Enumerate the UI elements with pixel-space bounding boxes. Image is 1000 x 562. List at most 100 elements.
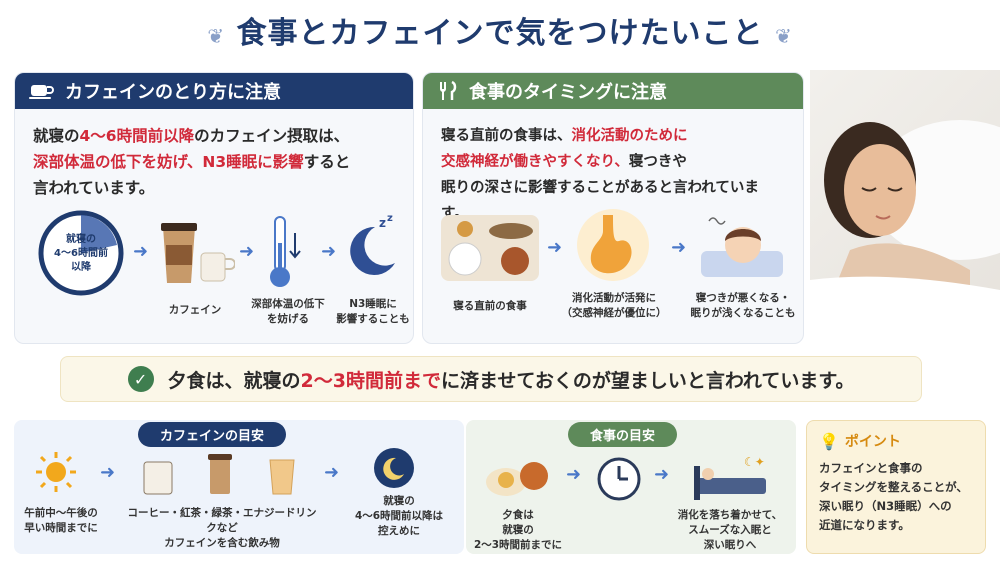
text: 夕食は、就寝の (167, 369, 301, 392)
caffeine-panel-header: カフェインのとり方に注意 (15, 73, 413, 109)
bed-icon: ☾✦ (690, 452, 770, 502)
caption-line: 消化を落ち着かせて、 (677, 509, 783, 521)
coffee-cups-icon (155, 219, 236, 289)
summary-text: 夕食は、就寝の2〜3時間前までに済ませておくのが望ましいと言われています。 (168, 366, 855, 393)
caption-line: 眠りが浅くなることも (690, 307, 796, 319)
clock-label: 以降 (71, 262, 91, 273)
caption-line: カフェインを含む飲み物 (164, 537, 280, 549)
point-line: タイミングを整えることが、 (819, 480, 968, 494)
caption-line: 4〜6時間前以降は (354, 510, 444, 522)
caption-temp: 深部体温の低下 を妨げる (247, 297, 329, 327)
highlight-text: 交感神経が働きやすくなり、 (441, 154, 629, 170)
point-label: ポイント (844, 434, 901, 450)
summary-banner: ✓ 夕食は、就寝の2〜3時間前までに済ませておくのが望ましいと言われています。 (60, 356, 922, 402)
text: 寝つきや (628, 154, 687, 170)
arrow-right-icon: ➜ (654, 464, 670, 485)
clock-icon (596, 456, 642, 502)
caption-line: コーヒー・紅茶・緑茶・エナジードリンクなど (127, 507, 317, 534)
svg-text:☾✦: ☾✦ (744, 455, 765, 469)
caption-bed: 消化を落ち着かせて、 スムーズな入眠と 深い眠りへ (670, 508, 790, 553)
caption-digest: 消化活動が活発に （交感神経が優位に） (559, 291, 669, 321)
caption-drinks: コーヒー・紅茶・緑茶・エナジードリンクなど カフェインを含む飲み物 (124, 506, 320, 551)
fork-knife-icon (440, 80, 457, 100)
arrow-right-icon: ➜ (321, 241, 337, 262)
caption-sun: 午前中〜午後の 早い時間までに (18, 506, 104, 536)
caption-line: 寝つきが悪くなる・ (695, 292, 791, 304)
arrow-right-icon: ➜ (324, 462, 340, 483)
caption-line: 影響することも (336, 313, 410, 325)
svg-text:z: z (379, 216, 386, 230)
lightbulb-icon: 💡 (819, 431, 839, 451)
text: すると (303, 153, 351, 171)
caption-line: 早い時間までに (24, 522, 98, 534)
caption-line: スムーズな入眠と (688, 524, 772, 536)
caffeine-panel-title: カフェインのとり方に注意 (65, 82, 281, 103)
title-text: 食事とカフェインで気をつけたいこと (236, 16, 764, 51)
highlight-text: 4〜6時間前以降 (79, 127, 195, 145)
point-box: 💡 ポイント カフェインと食事の タイミングを整えることが、 深い眠り（N3睡眠… (806, 420, 986, 554)
caption-sleep: 寝つきが悪くなる・ 眠りが浅くなることも (685, 291, 801, 321)
caffeine-guide-label: カフェインの目安 (138, 422, 287, 447)
caption-line: 深い眠りへ (703, 539, 757, 551)
caption-line: 就寝の (502, 524, 534, 536)
arrow-right-icon: ➜ (566, 464, 582, 485)
clock-label: 4〜6時間前 (54, 248, 108, 259)
caption-line: N3睡眠に (349, 298, 397, 310)
point-line: 深い眠り（N3睡眠）への (819, 499, 952, 513)
meal-tray-icon (441, 215, 539, 281)
caption-caffeine: カフェイン (168, 304, 222, 316)
stomach-icon (573, 205, 653, 285)
highlight-text: 2〜3時間前まで (300, 369, 441, 392)
text: に済ませておくのが望ましいと言われています。 (441, 369, 855, 392)
caffeine-panel: カフェインのとり方に注意 就寝の4〜6時間前以降のカフェイン摂取は、 深部体温の… (14, 72, 414, 344)
caffeine-panel-text: 就寝の4〜6時間前以降のカフェイン摂取は、 深部体温の低下を妨げ、N3睡眠に影響… (15, 109, 413, 215)
sun-icon (34, 450, 78, 494)
caption-line: 2〜3時間前までに (473, 539, 563, 551)
caption-moon: 就寝の 4〜6時間前以降は 控えめに (344, 494, 454, 539)
caption-line: 消化活動が活発に (572, 292, 656, 304)
caption-line: を妨げる (267, 313, 309, 325)
text: 寝る直前の食事は、 (441, 128, 572, 144)
sleeping-woman-image (810, 70, 1000, 348)
highlight-text: 深部体温の低下を妨げ、N3睡眠に影響 (33, 153, 304, 171)
caption-dinner: 夕食は 就寝の 2〜3時間前までに (470, 508, 566, 553)
point-text: カフェインと食事の タイミングを整えることが、 深い眠り（N3睡眠）への 近道に… (819, 459, 973, 535)
arrow-right-icon: ➜ (547, 237, 563, 258)
caption-line: 深部体温の低下 (251, 298, 325, 310)
sleepless-person-icon (697, 211, 787, 281)
arrow-right-icon: ➜ (133, 241, 149, 262)
caption-line: 午前中〜午後の (24, 507, 98, 519)
caption-line: 控えめに (378, 525, 420, 537)
moon-icon (374, 448, 414, 488)
moon-sleep-icon: z z (345, 213, 401, 277)
caption-line: 夕食は (502, 509, 534, 521)
meal-panel-title: 食事のタイミングに注意 (469, 82, 667, 103)
caption-meal: 寝る直前の食事 (453, 300, 527, 312)
highlight-text: 消化活動のために (571, 128, 688, 144)
thermometer-icon (265, 213, 305, 293)
arrow-right-icon: ➜ (100, 462, 116, 483)
caption-line: （交感神経が優位に） (561, 307, 667, 319)
text: のカフェイン摂取は、 (194, 127, 350, 145)
leaf-left-icon: ❦ (207, 24, 226, 48)
meal-panel-header: 食事のタイミングに注意 (423, 73, 803, 109)
drinks-icon (134, 452, 310, 498)
text: 言われています。 (33, 179, 155, 197)
point-line: 近道になります。 (819, 518, 910, 532)
caption-line: 就寝の (383, 495, 415, 507)
svg-text:z: z (387, 213, 393, 224)
arrow-right-icon: ➜ (671, 237, 687, 258)
check-icon: ✓ (127, 366, 154, 392)
dinner-icon (482, 454, 554, 500)
caption-n3: N3睡眠に 影響することも (333, 297, 413, 327)
clock-icon: 就寝の 4〜6時間前 以降 (37, 209, 125, 297)
page-title: ❦ 食事とカフェインで気をつけたいこと ❦ (0, 8, 1000, 52)
arrow-right-icon: ➜ (239, 241, 255, 262)
clock-label: 就寝の (66, 234, 96, 245)
leaf-right-icon: ❦ (774, 24, 793, 48)
point-header: 💡 ポイント (819, 431, 973, 451)
caffeine-guide-section: カフェインの目安 午前中〜午後の 早い時間までに ➜ コーヒー・紅茶・緑茶・エナ… (14, 420, 464, 554)
text: 就寝の (33, 127, 80, 145)
meal-guide-label: 食事の目安 (568, 422, 678, 447)
meal-guide-section: 食事の目安 夕食は 就寝の 2〜3時間前までに ➜ ➜ ☾✦ 消化を落ち着かせて… (466, 420, 796, 554)
